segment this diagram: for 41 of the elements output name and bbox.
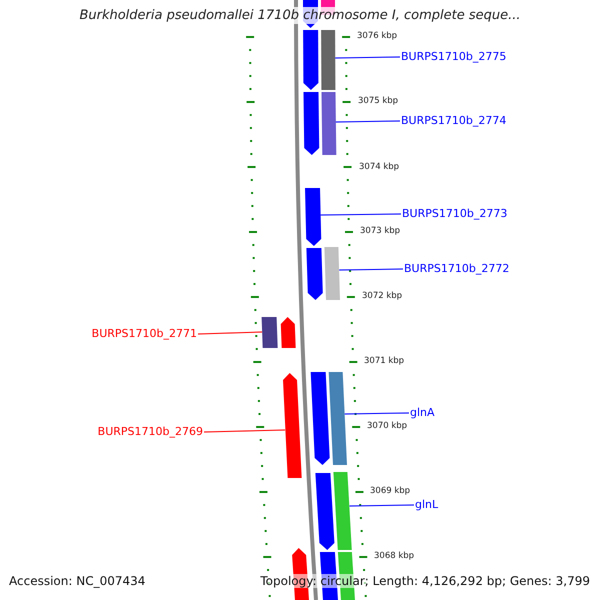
scale-label: 3070 kbp [367,421,408,431]
leader-line [198,332,263,334]
leader-line [344,412,410,414]
gene-block [333,472,352,550]
leader-line [338,268,404,270]
leader-line [320,214,402,216]
scale-label: 3068 kbp [374,551,414,561]
gene-block [328,372,347,465]
footer-text: Accession: NC_007434 [9,574,146,588]
gene-label: BURPS1710b_2772 [404,262,510,275]
gene-block [262,317,278,348]
leader-line [335,120,400,122]
gene-label: BURPS1710b_2774 [401,114,506,127]
gene-label: BURPS1710b_2775 [401,50,506,63]
gene-feature-block [305,188,322,246]
gene-label: BURPS1710b_2773 [402,207,508,220]
gene-label: glnL [415,498,438,511]
footer-text: Topology: circular; Length: 4,126,292 bp; Genes: 3,799 [260,574,590,588]
scale-label: 3071 kbp [364,356,404,366]
gene-feature-block [283,373,302,478]
gene-label: BURPS1710b_2771 [92,327,197,340]
leader-line [334,56,400,58]
scale-label: 3073 kbp [360,226,400,236]
gene-feature-block [304,92,320,155]
gene-feature-block [315,473,334,550]
scale-label: 3072 kbp [362,291,402,301]
gene-label: BURPS1710b_2769 [98,425,203,438]
gene-feature-block [306,248,323,300]
gene-label: glnA [410,406,435,419]
leader-line [349,504,414,506]
scale-label: 3075 kbp [358,96,398,106]
gene-feature-block [280,317,296,348]
gene-block [322,92,336,155]
scale-label: 3074 kbp [359,162,400,172]
gene-feature-block [310,372,330,465]
scale-label: 3069 kbp [370,486,410,496]
gene-block [321,30,336,90]
scale-label: 3076 kbp [357,31,398,41]
leader-line [204,430,286,432]
gene-feature-block [303,30,318,90]
gene-block [324,247,340,300]
